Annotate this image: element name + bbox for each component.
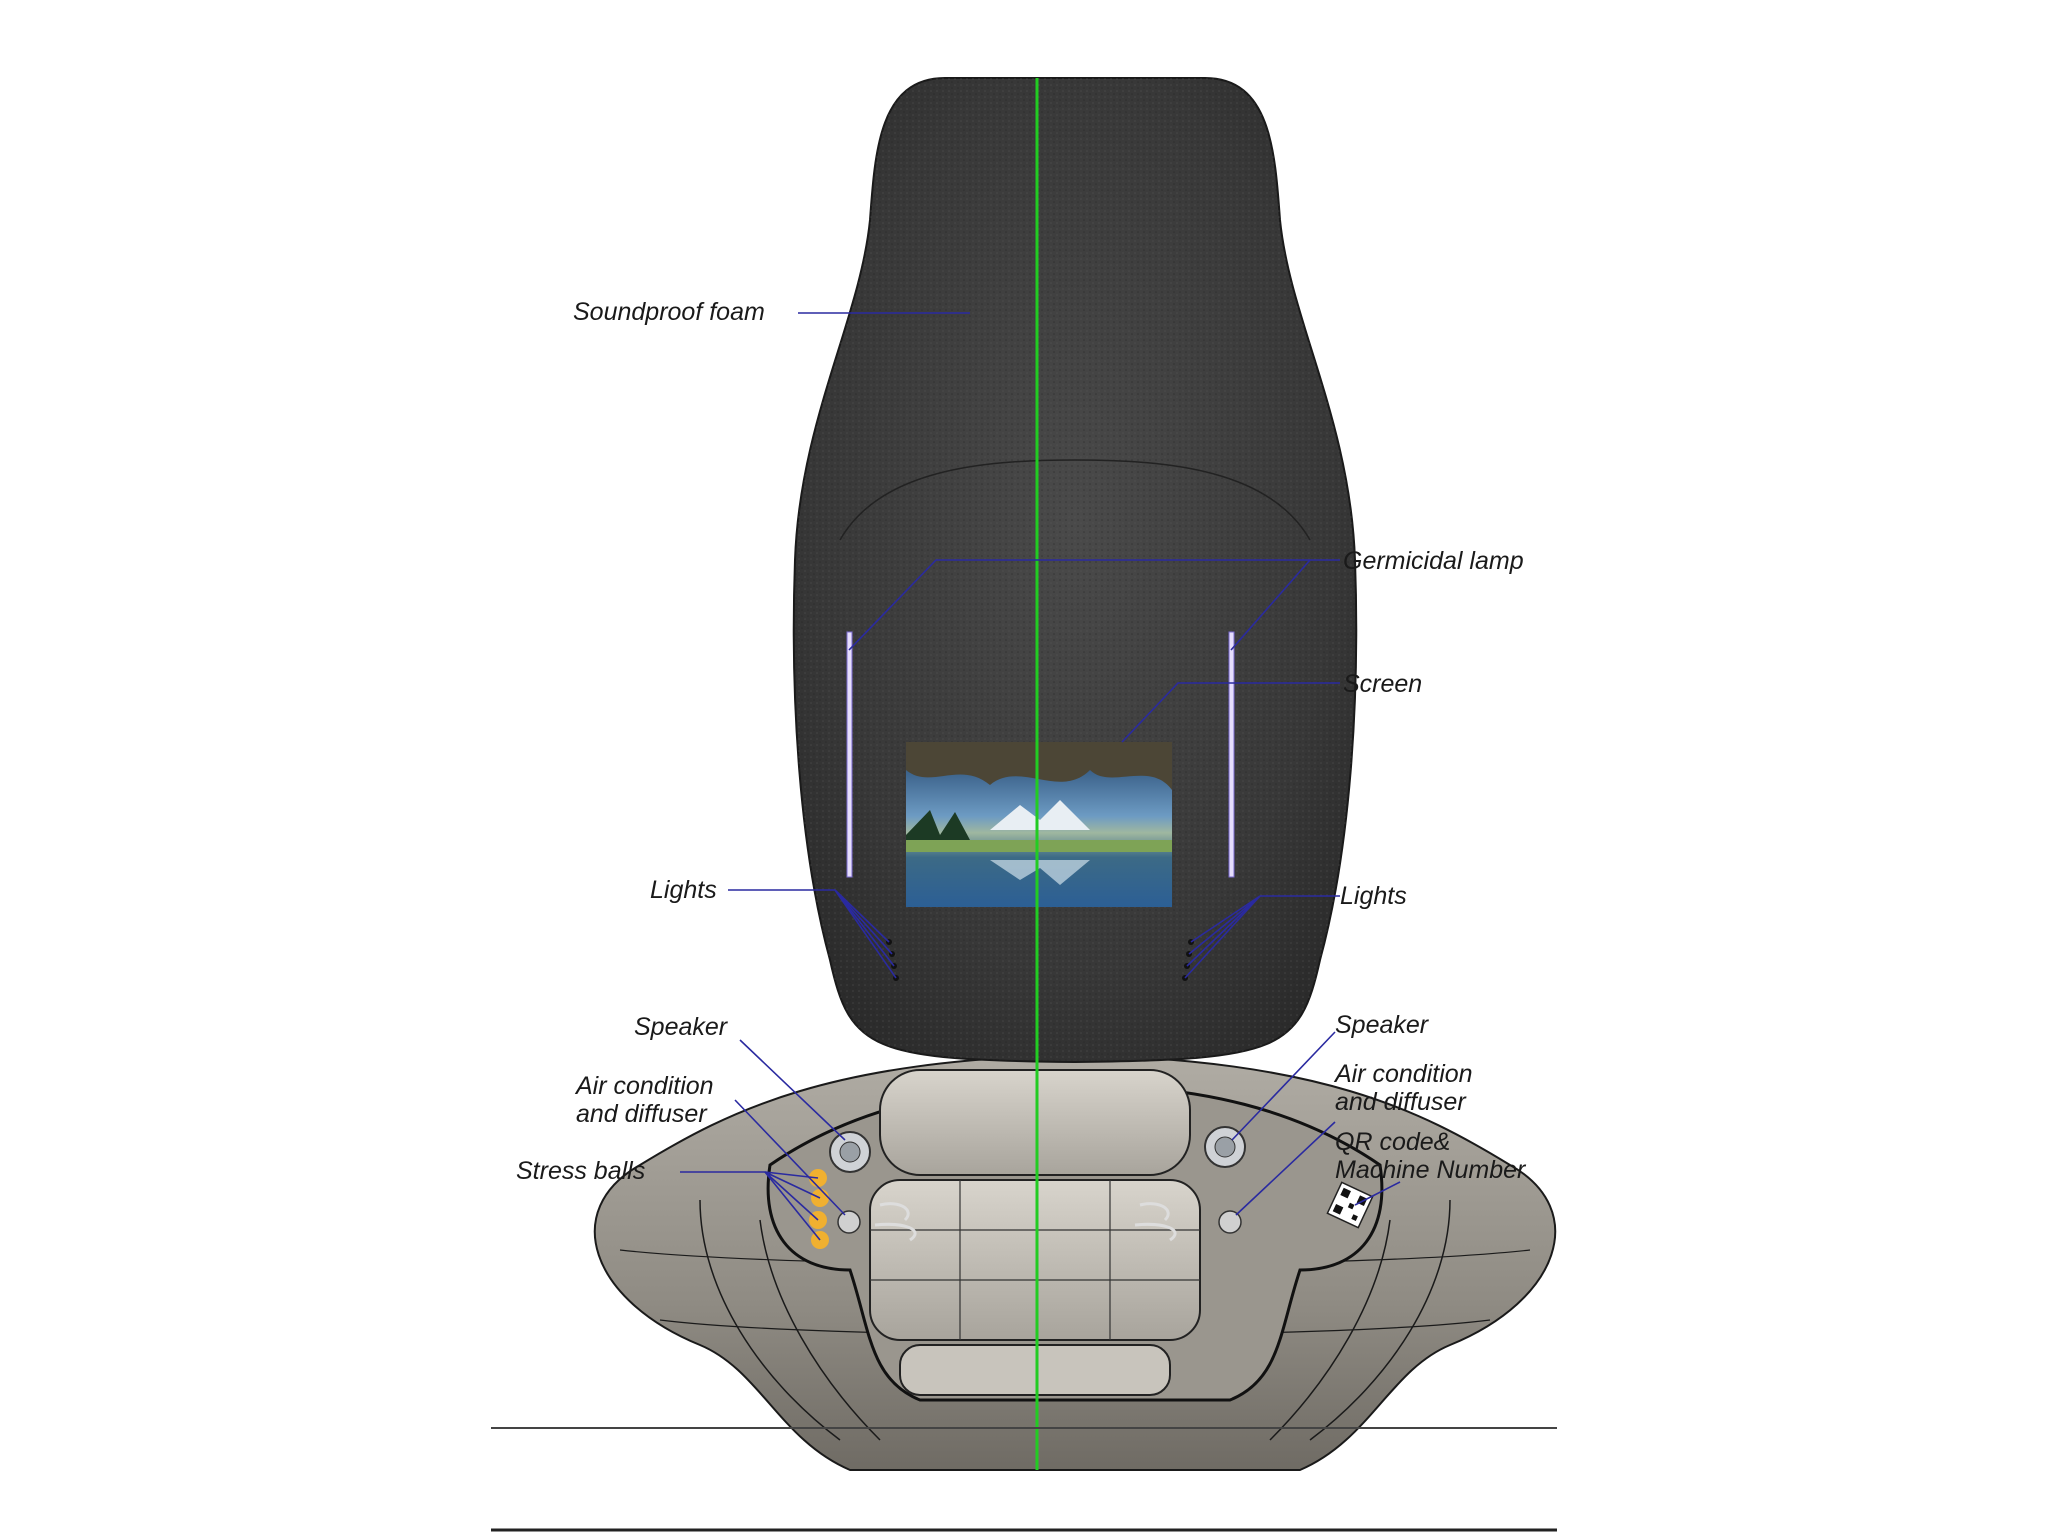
label-air-left-line2: and diffuser bbox=[576, 1100, 714, 1128]
label-qr-line2: Machine Number bbox=[1335, 1156, 1525, 1184]
label-air-right-line2: and diffuser bbox=[1335, 1088, 1473, 1116]
label-speaker-right: Speaker bbox=[1335, 1011, 1428, 1039]
label-qr-code: QR code& Machine Number bbox=[1335, 1128, 1525, 1184]
label-air-right-line1: Air condition bbox=[1335, 1060, 1473, 1088]
label-air-condition-left: Air condition and diffuser bbox=[576, 1072, 714, 1128]
seat bbox=[870, 1070, 1200, 1395]
label-soundproof-foam: Soundproof foam bbox=[573, 298, 765, 326]
label-screen: Screen bbox=[1343, 670, 1422, 698]
speaker-left bbox=[830, 1132, 870, 1172]
germicidal-lamp-right bbox=[1229, 632, 1234, 877]
label-speaker-left: Speaker bbox=[634, 1013, 727, 1041]
label-lights-right: Lights bbox=[1340, 882, 1407, 910]
label-air-left-line1: Air condition bbox=[576, 1072, 714, 1100]
label-qr-line1: QR code& bbox=[1335, 1128, 1525, 1156]
label-lights-left: Lights bbox=[650, 876, 717, 904]
screen bbox=[906, 742, 1172, 907]
label-air-condition-right: Air condition and diffuser bbox=[1335, 1060, 1473, 1116]
soundproof-backrest bbox=[794, 78, 1356, 1062]
germicidal-lamp-left bbox=[847, 632, 852, 877]
label-stress-balls: Stress balls bbox=[516, 1157, 645, 1185]
label-germicidal-lamp: Germicidal lamp bbox=[1343, 547, 1524, 575]
